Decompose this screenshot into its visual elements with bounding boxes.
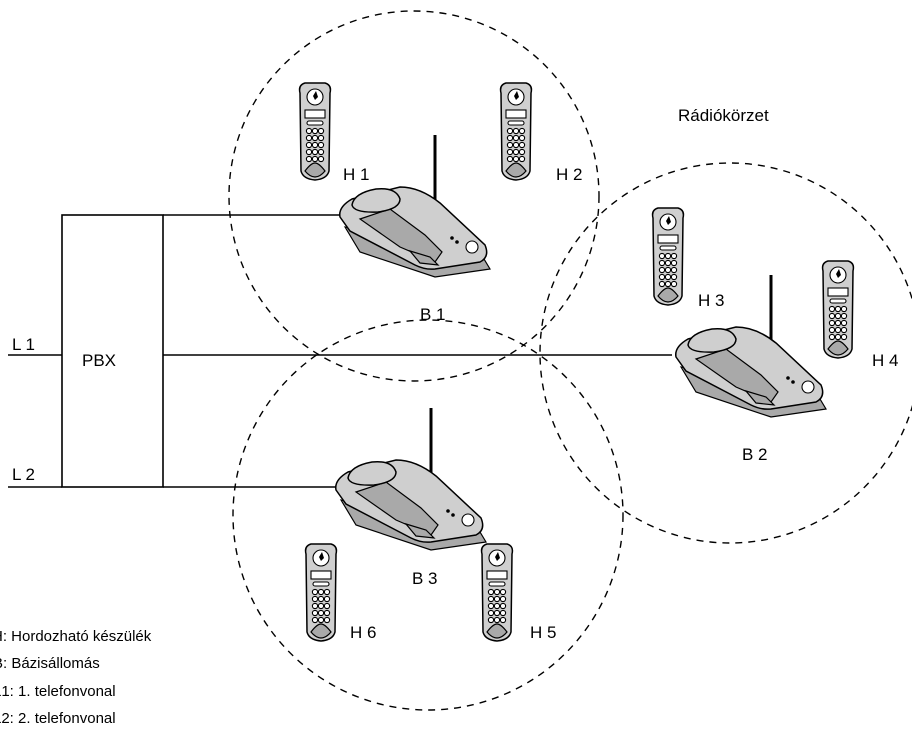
base-b1-label: B 1	[420, 305, 446, 324]
handset-h4	[823, 261, 854, 358]
handset-h5-label: H 5	[530, 623, 556, 642]
legend: H: Hordozható készülék B: Bázisállomás L…	[0, 628, 152, 727]
legend-item: L2: 2. telefonvonal	[0, 710, 116, 727]
handset-h4-label: H 4	[872, 351, 898, 370]
handset-h1	[300, 83, 331, 180]
base-station-b1	[340, 135, 490, 277]
handset-h5	[482, 544, 513, 641]
handset-h2-label: H 2	[556, 165, 582, 184]
base-station-b3	[336, 408, 486, 550]
line-l2-label: L 2	[12, 465, 35, 484]
handset-h6-label: H 6	[350, 623, 376, 642]
radio-zone-label: Rádiókörzet	[678, 106, 769, 125]
handset-h2	[501, 83, 532, 180]
legend-item: L1: 1. telefonvonal	[0, 683, 116, 700]
handset-h3	[653, 208, 684, 305]
base-b2-label: B 2	[742, 445, 768, 464]
handset-h6	[306, 544, 337, 641]
pbx-label: PBX	[82, 351, 116, 370]
legend-item: H: Hordozható készülék	[0, 628, 152, 645]
line-l1-label: L 1	[12, 335, 35, 354]
handset-h3-label: H 3	[698, 291, 724, 310]
handset-h1-label: H 1	[343, 165, 369, 184]
legend-item: B: Bázisállomás	[0, 655, 100, 672]
base-b3-label: B 3	[412, 569, 438, 588]
